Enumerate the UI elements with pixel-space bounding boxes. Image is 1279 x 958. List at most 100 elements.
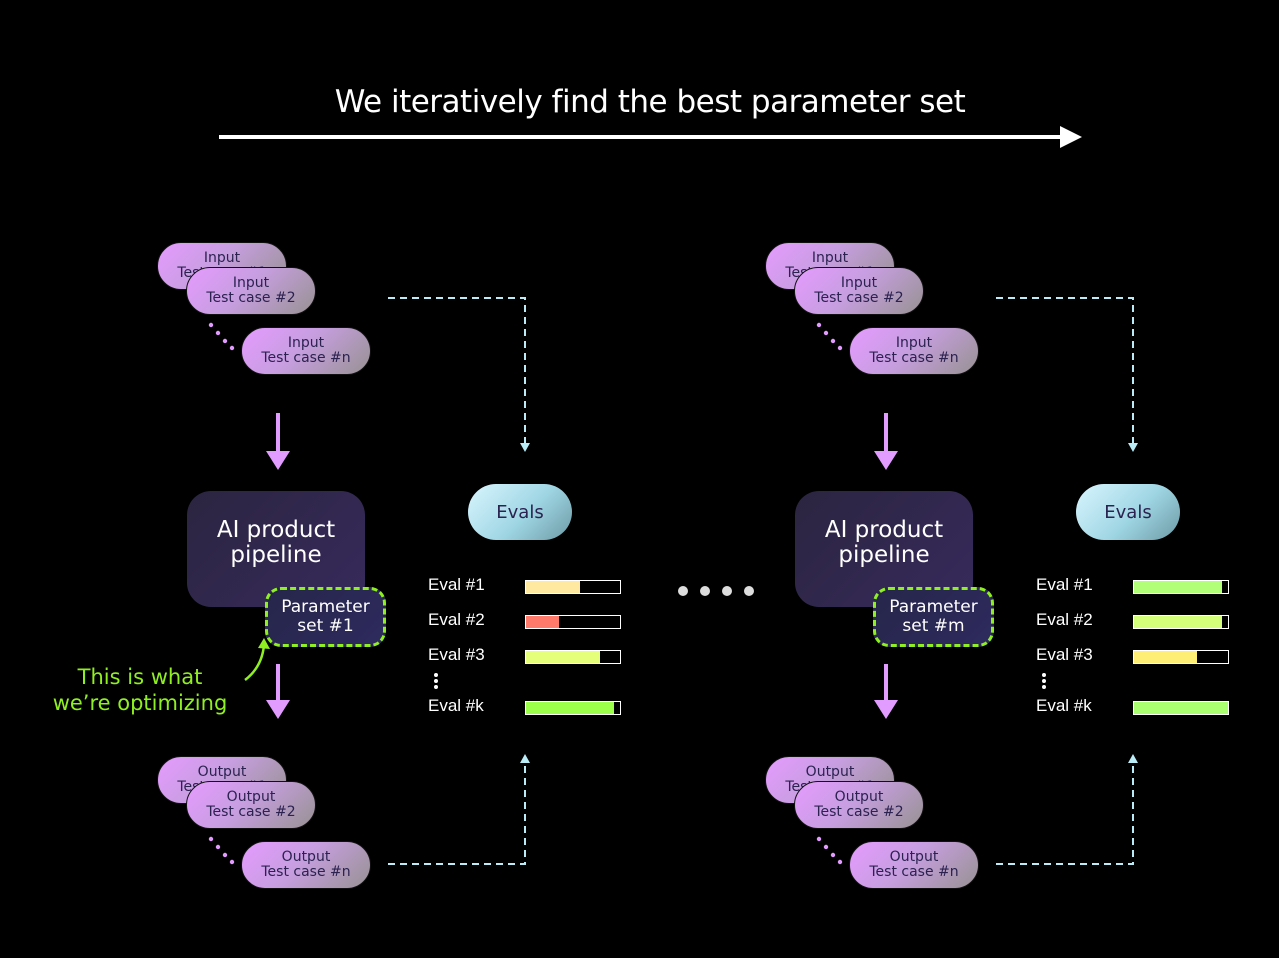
ellipsis-dot — [823, 330, 829, 336]
param-line-1: Parameter — [889, 597, 978, 617]
eval-score-fill — [526, 581, 580, 593]
pill-line-2: Test case #2 — [814, 804, 904, 820]
pill-line-1: Input — [895, 335, 933, 351]
evals-node: Evals — [1076, 484, 1180, 540]
pill-line-1: Output — [226, 789, 276, 805]
eval-label: Eval #k — [428, 696, 484, 715]
diagram-title: We iteratively find the best parameter s… — [334, 84, 966, 120]
flow-arrow-down-head — [874, 700, 898, 719]
eval-score-fill — [526, 702, 615, 714]
pipeline-line-2: pipeline — [838, 542, 930, 568]
eval-score-fill — [1134, 581, 1223, 593]
ellipsis-dot — [222, 338, 228, 344]
param-line-1: Parameter — [281, 597, 370, 617]
ellipsis-dot — [830, 852, 836, 858]
pill-line-1: Output — [834, 789, 884, 805]
eval-label: Eval #1 — [428, 575, 485, 594]
note-line-2: we’re optimizing — [52, 691, 228, 715]
eval-score-bar — [1133, 615, 1229, 629]
eval-score-bar — [1133, 701, 1229, 715]
eval-score-fill — [1134, 651, 1197, 663]
eval-label: Eval #2 — [428, 610, 485, 629]
eval-label: Eval #k — [1036, 696, 1092, 715]
dashed-arrow-head — [1128, 754, 1138, 763]
param-line-2: set #m — [902, 616, 965, 636]
output-to-evals-dashed-line — [388, 762, 526, 865]
eval-label: Eval #2 — [1036, 610, 1093, 629]
ellipsis-dot — [722, 586, 732, 596]
pill-line-2: Test case #2 — [206, 804, 296, 820]
pill-line-2: Test case #n — [261, 864, 351, 880]
eval-score-bar — [525, 650, 621, 664]
eval-score-fill — [526, 651, 601, 663]
flow-arrow-down-head — [266, 451, 290, 470]
pill-line-2: Test case #2 — [206, 290, 296, 306]
pill-line-1: Output — [197, 764, 247, 780]
ellipsis-dot — [222, 852, 228, 858]
eval-score-bar — [525, 701, 621, 715]
eval-score-bar — [1133, 580, 1229, 594]
eval-label: Eval #1 — [1036, 575, 1093, 594]
eval-score-bar — [1133, 650, 1229, 664]
pill-line-1: Input — [811, 250, 849, 266]
progress-arrow-head — [1060, 126, 1082, 148]
pill-line-1: Output — [805, 764, 855, 780]
eval-score-bar — [525, 580, 621, 594]
pill-line-1: Input — [287, 335, 325, 351]
dashed-arrow-head — [1128, 443, 1138, 452]
pipeline-line-2: pipeline — [230, 542, 322, 568]
ellipsis-dot — [816, 322, 822, 328]
input-to-evals-dashed-line — [388, 297, 526, 444]
ellipsis-dot — [208, 836, 214, 842]
eval-score-bar — [525, 615, 621, 629]
pill-line-1: Input — [232, 275, 270, 291]
note-arrow — [244, 644, 266, 681]
evals-node: Evals — [468, 484, 572, 540]
input-to-evals-dashed-line — [996, 297, 1134, 444]
ellipsis-dot — [678, 586, 688, 596]
output-to-evals-dashed-line — [996, 762, 1134, 865]
ellipsis-dot — [215, 844, 221, 850]
pill-line-2: Test case #n — [869, 350, 959, 366]
eval-vertical-ellipsis — [434, 673, 438, 691]
note-line-1: This is what — [77, 665, 203, 689]
ellipsis-dot — [837, 859, 843, 865]
eval-score-fill — [1134, 702, 1228, 714]
optimizing-note: This is what we’re optimizing — [40, 664, 240, 716]
ellipsis-dot — [837, 345, 843, 351]
param-line-2: set #1 — [297, 616, 354, 636]
pill-line-2: Test case #n — [261, 350, 351, 366]
ellipsis-dot — [816, 836, 822, 842]
dashed-arrow-head — [520, 754, 530, 763]
ellipsis-dot — [744, 586, 754, 596]
ellipsis-dot — [208, 322, 214, 328]
ellipsis-dot — [229, 859, 235, 865]
pill-line-2: Test case #2 — [814, 290, 904, 306]
pill-line-1: Input — [840, 275, 878, 291]
note-arrow-head — [258, 638, 270, 649]
pipeline-line-1: AI product — [824, 517, 944, 543]
eval-score-fill — [526, 616, 559, 628]
eval-label: Eval #3 — [1036, 645, 1093, 664]
flow-arrow-down-head — [266, 700, 290, 719]
flow-arrow-down-head — [874, 451, 898, 470]
eval-vertical-ellipsis — [1042, 673, 1046, 691]
eval-score-fill — [1134, 616, 1223, 628]
pill-line-1: Output — [281, 849, 331, 865]
ellipsis-dot — [823, 844, 829, 850]
ellipsis-dot — [215, 330, 221, 336]
ellipsis-dot — [700, 586, 710, 596]
eval-label: Eval #3 — [428, 645, 485, 664]
pipeline-line-1: AI product — [216, 517, 336, 543]
ellipsis-dot — [229, 345, 235, 351]
